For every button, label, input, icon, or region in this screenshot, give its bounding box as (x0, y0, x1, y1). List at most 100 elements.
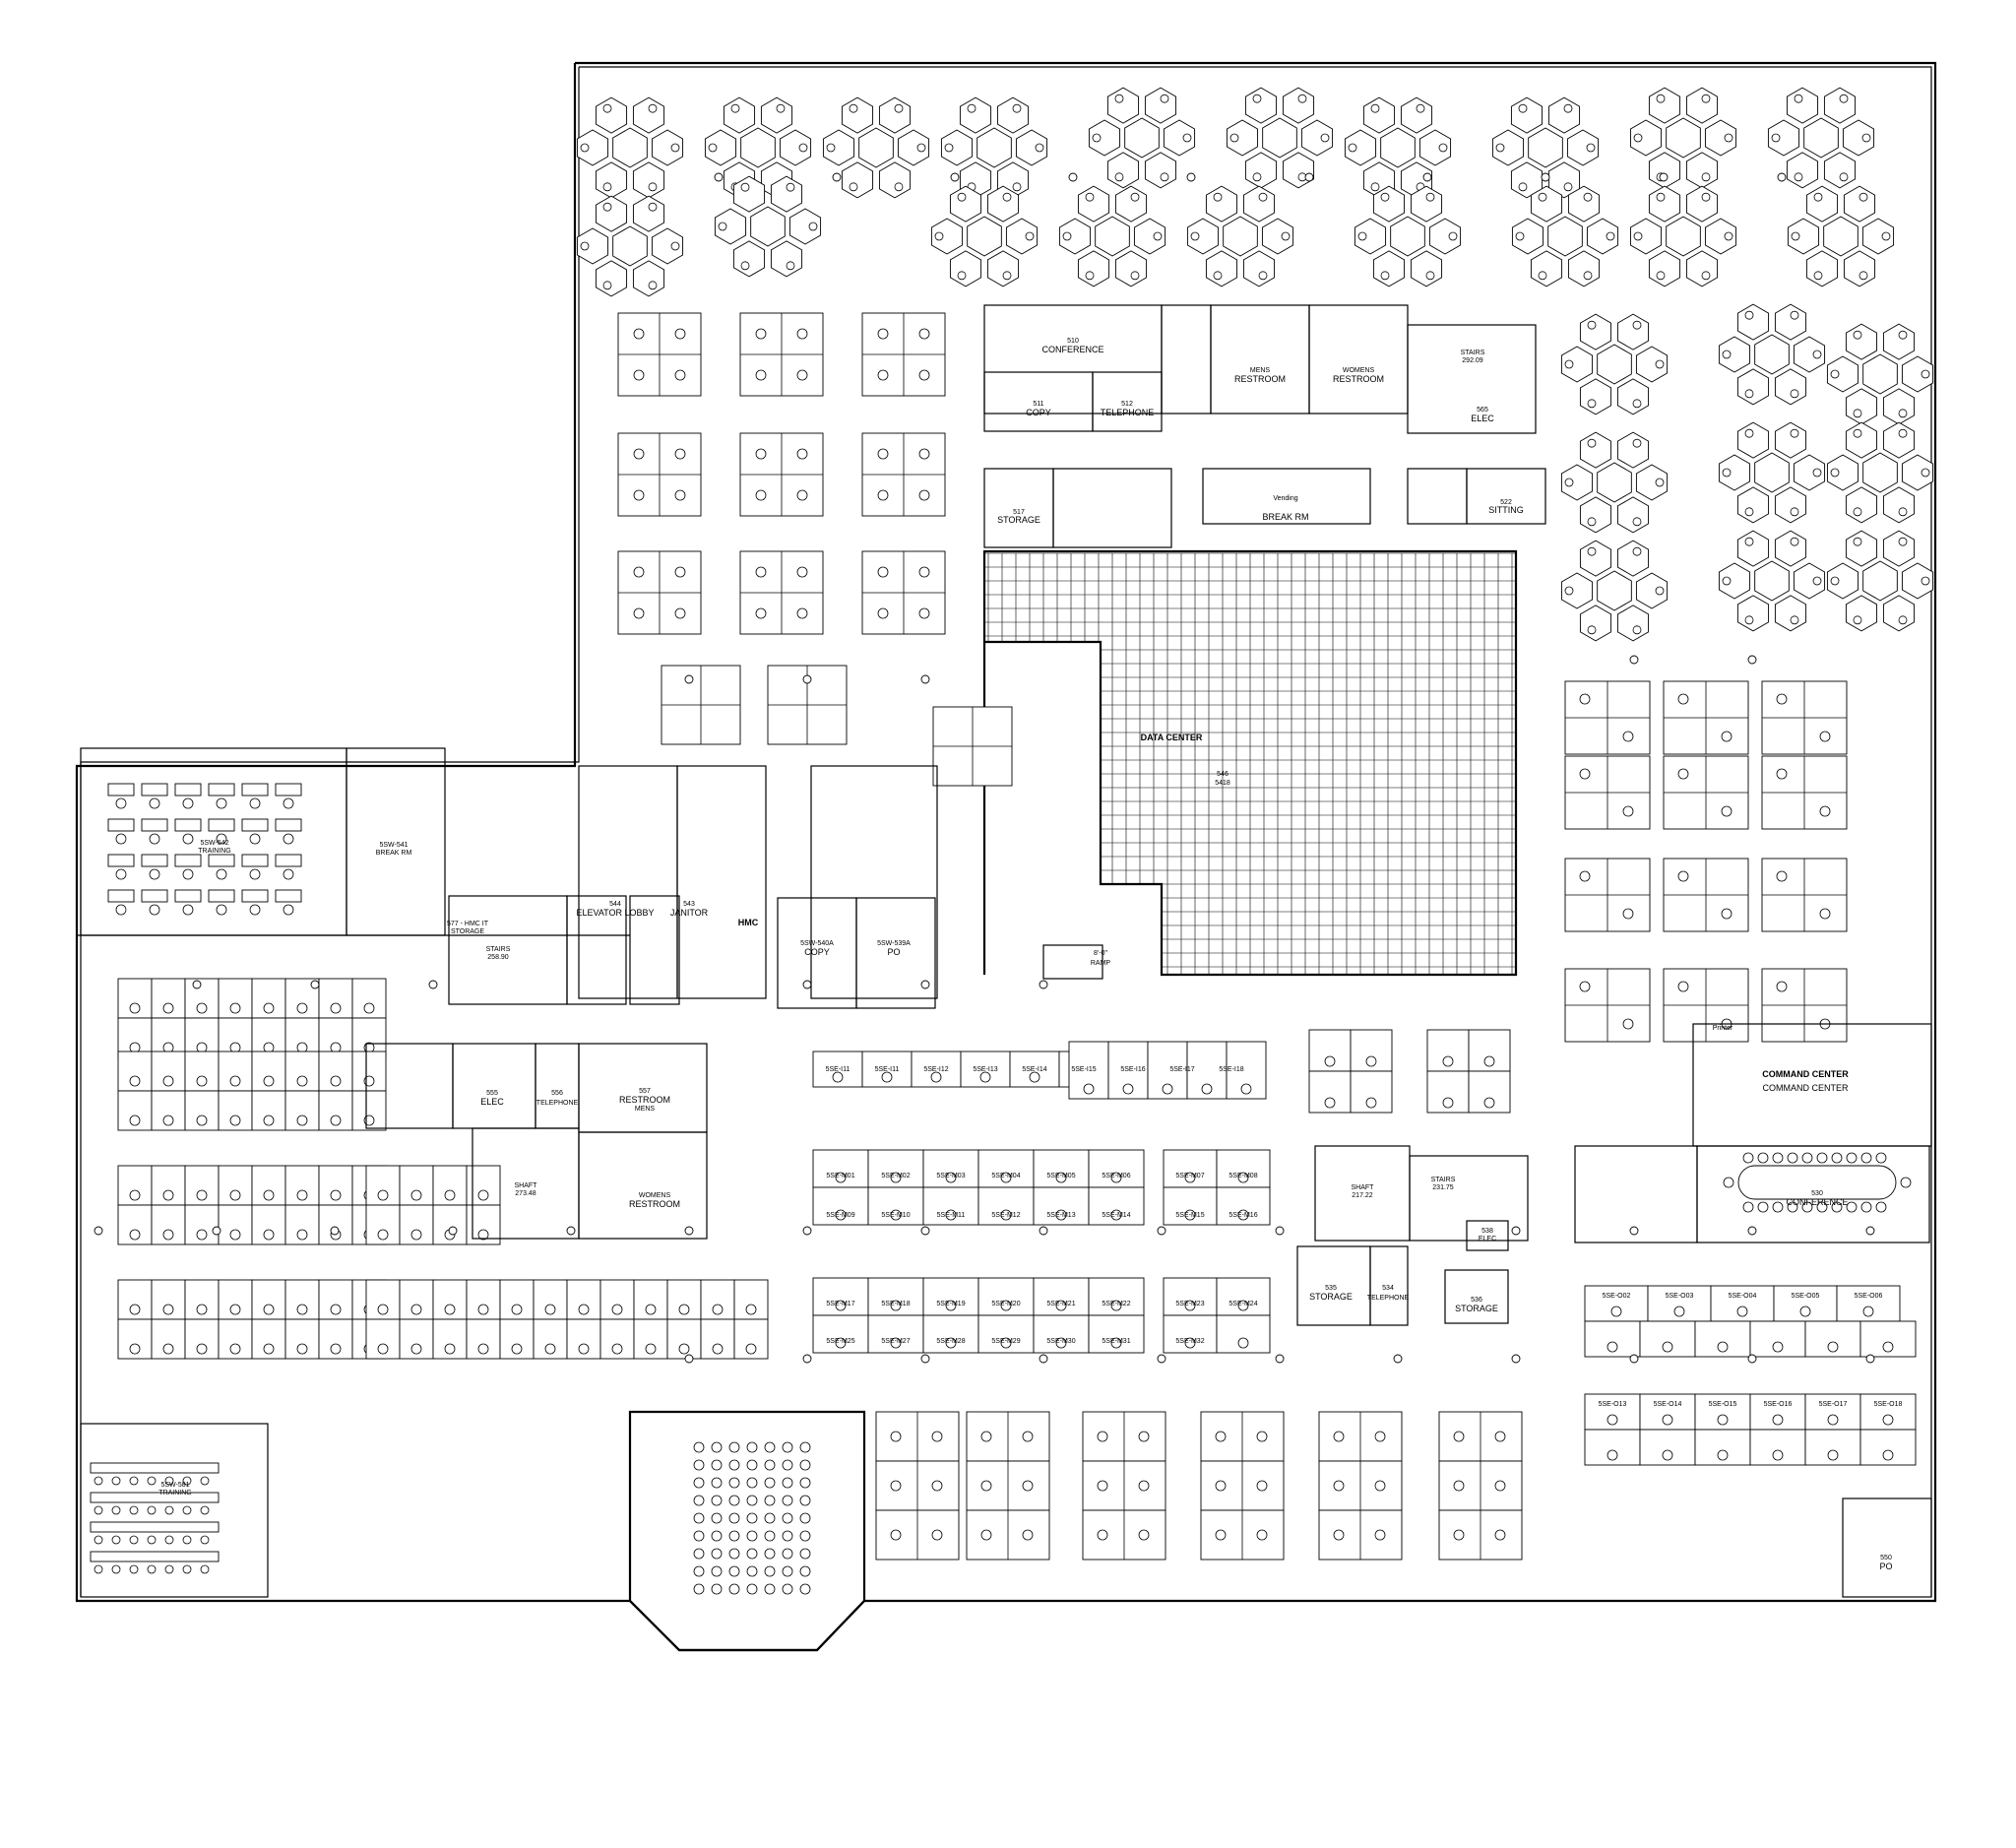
chair-icon (1772, 1201, 1784, 1213)
workstation (599, 1279, 635, 1320)
chair-icon (755, 489, 767, 501)
chair-icon (1846, 1152, 1858, 1164)
chair-icon (648, 182, 658, 192)
training-desk (241, 854, 269, 880)
cubicle-pod (1564, 858, 1651, 932)
chair-icon (1055, 1172, 1067, 1183)
column-marker (1629, 655, 1639, 665)
chair-icon (1564, 478, 1574, 487)
workstation (218, 1279, 253, 1320)
hex-core (1862, 560, 1898, 602)
workstation-block (966, 1460, 1050, 1511)
hex-desk (1261, 218, 1294, 255)
hex-desk (1685, 87, 1719, 124)
chair-icon (1000, 1337, 1012, 1349)
chair-icon (1256, 1431, 1268, 1442)
workstation (1804, 1320, 1861, 1358)
chair-icon (164, 1535, 174, 1545)
workstation (318, 1318, 353, 1360)
hex-desk (1736, 421, 1770, 459)
hex-desk (1567, 250, 1601, 287)
chair-icon (799, 1459, 811, 1471)
workstation (1749, 1320, 1806, 1358)
workstation (1088, 1149, 1145, 1188)
chair-icon (740, 261, 750, 271)
chair-icon (711, 1495, 723, 1506)
workstation (633, 1279, 668, 1320)
training-table (90, 1521, 220, 1533)
workstation (1350, 1070, 1393, 1114)
chair-icon (782, 1583, 793, 1595)
workstation (1639, 1393, 1696, 1431)
chair-icon (94, 1476, 103, 1486)
chair-icon (330, 1042, 342, 1053)
cubicle-pod (617, 312, 702, 397)
workstation (1584, 1285, 1649, 1322)
chair-icon (1622, 1018, 1634, 1030)
hex-desk (1901, 355, 1934, 393)
chair-icon (931, 1480, 943, 1492)
workstation (184, 1165, 220, 1206)
chair-icon (1790, 389, 1799, 399)
hex-desk (1058, 218, 1092, 255)
workstation (1749, 1393, 1806, 1431)
column-marker (1157, 1354, 1166, 1364)
desk (241, 783, 269, 797)
hex-desk (1685, 152, 1719, 189)
hex-desk (651, 227, 684, 265)
workstation (184, 1279, 220, 1320)
column-marker (1275, 1354, 1285, 1364)
telephone-556-num: 556 (551, 1090, 563, 1097)
restroom-womens-name: RESTROOM (1333, 374, 1384, 384)
chair-icon (1830, 468, 1840, 478)
station-label: 5SE-O04 (1729, 1293, 1757, 1300)
workstation (1216, 1149, 1271, 1188)
chair-icon (1853, 428, 1862, 438)
chair-icon (1875, 1201, 1887, 1213)
chair-icon (1237, 1300, 1249, 1311)
training-desk (107, 854, 135, 880)
chair-icon (1453, 1431, 1465, 1442)
hex-desk (1077, 250, 1110, 287)
station-label: 5SE-O14 (1654, 1401, 1682, 1408)
station-label: 5SE-M28 (936, 1338, 965, 1345)
workstation (922, 1277, 979, 1316)
workstation-block (1438, 1460, 1523, 1511)
chair-icon (1453, 1529, 1465, 1541)
hex-desk (1718, 454, 1751, 491)
chair-icon (728, 1512, 740, 1524)
chair-icon (782, 1495, 793, 1506)
chair-icon (296, 1075, 308, 1087)
chair-icon (877, 448, 889, 460)
chair-icon (1297, 94, 1307, 103)
workstation (218, 1165, 253, 1206)
chair-icon (1448, 231, 1458, 241)
chair-icon (377, 1229, 389, 1241)
chair-icon (1184, 1172, 1196, 1183)
hex-core (1597, 570, 1632, 611)
chair-icon (196, 1304, 208, 1315)
hex-desk (714, 208, 747, 245)
workstation (1710, 1285, 1775, 1322)
hex-core (1754, 334, 1790, 375)
chair-icon (746, 1512, 758, 1524)
elec-565-num: 565 (1477, 407, 1488, 414)
hex-core (1095, 216, 1130, 257)
chair-icon (894, 182, 904, 192)
hex-desk (1566, 129, 1600, 166)
chair-icon (1114, 94, 1124, 103)
hex-desk (1560, 464, 1594, 501)
hex-cluster (1787, 185, 1895, 287)
chair-icon (1252, 172, 1262, 182)
restroom-557-name: RESTROOM (619, 1095, 670, 1105)
column-marker (330, 1226, 340, 1236)
chair-icon (633, 607, 645, 619)
chair-icon (283, 833, 294, 845)
workstation (867, 1149, 924, 1188)
chair-icon (934, 231, 944, 241)
chair-icon (249, 833, 261, 845)
chair-icon (1717, 1341, 1729, 1353)
chair-icon (1583, 271, 1593, 281)
chair-icon (1130, 192, 1140, 202)
station-label: 5SE-M11 (937, 1212, 966, 1219)
